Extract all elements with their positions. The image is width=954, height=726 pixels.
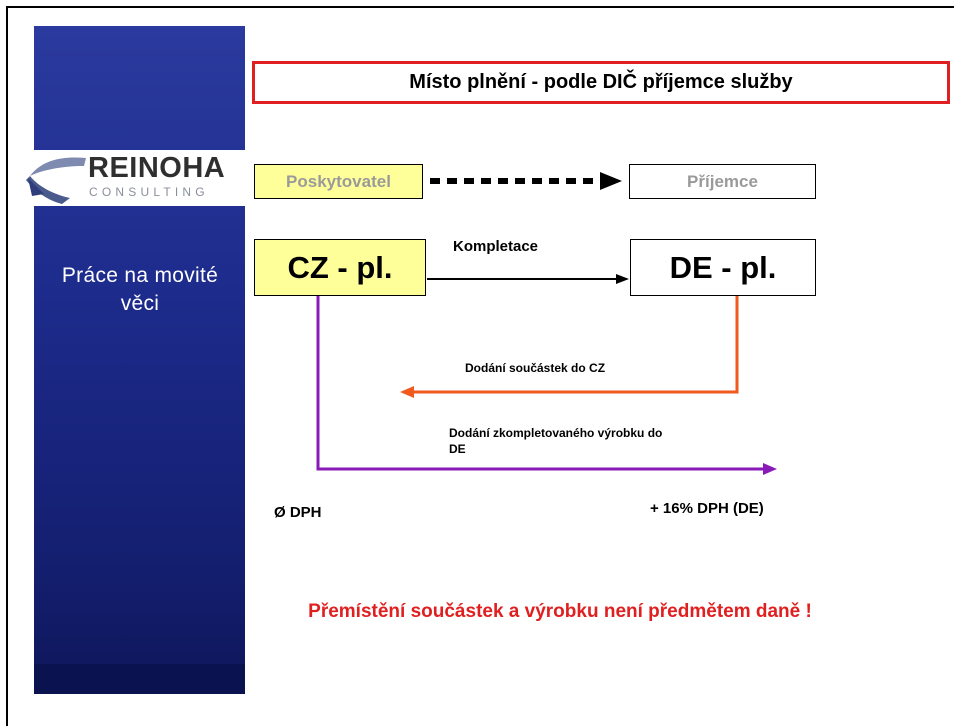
de-party-box: DE - pl. xyxy=(630,239,816,296)
sidebar-panel xyxy=(34,26,245,694)
recipient-box: Příjemce xyxy=(629,164,816,199)
provider-box: Poskytovatel xyxy=(254,164,423,199)
product-delivery-arrow-line xyxy=(316,296,765,471)
parts-delivery-arrow-head xyxy=(400,386,414,398)
sidebar-topic: Práce na movité věci xyxy=(61,264,219,315)
logo xyxy=(22,150,248,206)
completion-arrow-head xyxy=(616,274,629,284)
dotted-arrow-head xyxy=(600,172,622,190)
completion-label: Kompletace xyxy=(453,238,539,255)
parts-delivery-label: Dodání součástek do CZ xyxy=(465,361,606,375)
product-delivery-label: Dodání zkompletovaného výrobku do DE xyxy=(449,426,663,456)
logo-wordmark: REINOHA xyxy=(88,152,226,184)
logo-swoosh-icon xyxy=(26,157,86,204)
slide-title: Místo plnění - podle DIČ příjemce služby xyxy=(252,61,950,104)
vat-left-label: Ø DPH xyxy=(274,504,322,521)
slide-frame xyxy=(6,6,954,726)
cz-party-box: CZ - pl. xyxy=(254,239,426,296)
sidebar-footer-band xyxy=(34,664,245,694)
logo-subtitle: CONSULTING xyxy=(89,185,209,199)
bottom-note: Přemístění součástek a výrobku není před… xyxy=(308,601,812,622)
product-delivery-arrow-head xyxy=(763,463,777,475)
vat-right-label: + 16% DPH (DE) xyxy=(650,500,764,517)
parts-delivery-arrow-line xyxy=(412,296,739,394)
